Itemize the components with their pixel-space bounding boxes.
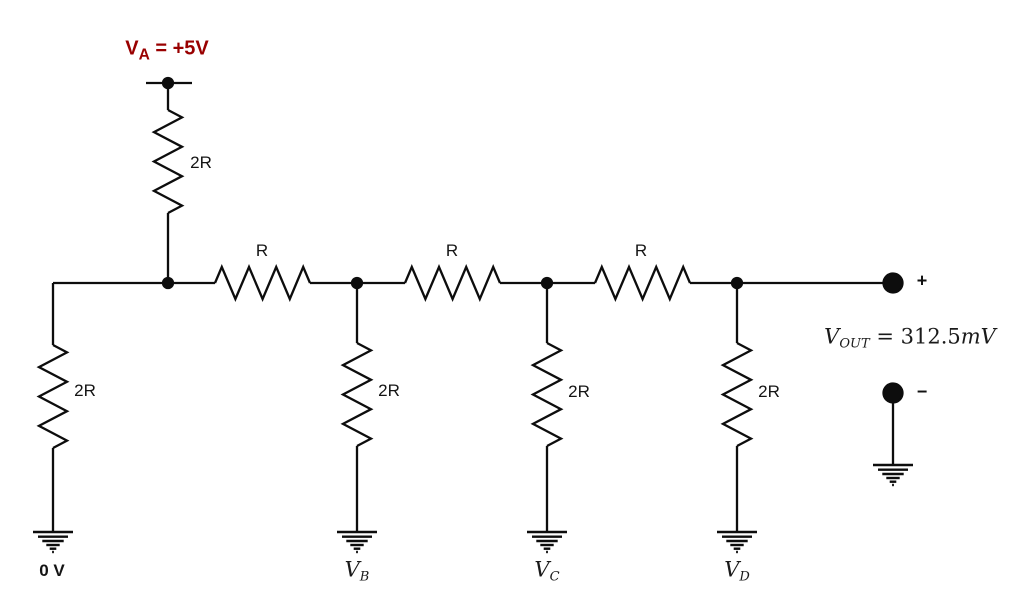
resistor-2r-vc-label: 2R (568, 382, 590, 401)
resistor-r2 (403, 264, 502, 302)
output-terminals (871, 272, 915, 487)
vout-unit: mV (960, 324, 996, 349)
resistor-2r-vb-label: 2R (378, 381, 400, 400)
output-plus-terminal-dot (882, 272, 904, 294)
ground-symbol-left (31, 530, 75, 554)
branch-vb-2r (335, 283, 379, 554)
ground-label-vd: VD (724, 558, 750, 585)
vd-subscript: D (739, 569, 750, 585)
vc-symbol: V (534, 557, 550, 582)
ground-label-0v: 0 V (39, 561, 65, 580)
resistor-r1-label: R (255, 241, 269, 260)
ground-label-vb: VB (345, 558, 370, 585)
vout-subscript: OUT (839, 336, 870, 352)
ground-label-vc: VC (534, 558, 559, 585)
ground-symbol-vd (715, 530, 759, 554)
vout-symbol: V (824, 324, 840, 349)
node-a-dot (161, 276, 175, 290)
vc-subscript: C (549, 569, 560, 585)
output-plus-sign: + (916, 270, 928, 291)
va-terminal (146, 76, 192, 110)
resistor-2r-left-label: 2R (74, 381, 96, 400)
rail-junction-dots (161, 276, 744, 290)
va-subscript: A (138, 46, 150, 64)
vout-equation: VOUT = 312.5mV (824, 325, 996, 352)
vd-symbol: V (724, 557, 740, 582)
output-minus-sign: − (916, 381, 928, 402)
ground-symbol-output (871, 463, 915, 487)
va-source-label: VA = +5V (125, 38, 209, 65)
resistor-r3 (593, 264, 692, 302)
resistor-r1 (213, 264, 312, 302)
branch-terminator-2r (31, 283, 75, 554)
resistor-2r-va-label: 2R (190, 153, 212, 172)
va-value: = +5V (149, 37, 209, 60)
resistor-r2-label: R (445, 241, 459, 260)
vb-symbol: V (344, 557, 360, 582)
resistor-r3-label: R (634, 241, 648, 260)
branch-vc-2r (525, 283, 569, 554)
resistor-2r-va (151, 108, 185, 283)
output-minus-terminal-dot (882, 382, 904, 404)
ground-symbol-vc (525, 530, 569, 554)
resistor-2r-vd-label: 2R (758, 382, 780, 401)
va-symbol: V (125, 37, 139, 60)
branch-vd-2r (715, 283, 759, 554)
vout-value: = 312.5 (869, 324, 961, 349)
vb-subscript: B (359, 569, 370, 585)
ground-symbol-vb (335, 530, 379, 554)
